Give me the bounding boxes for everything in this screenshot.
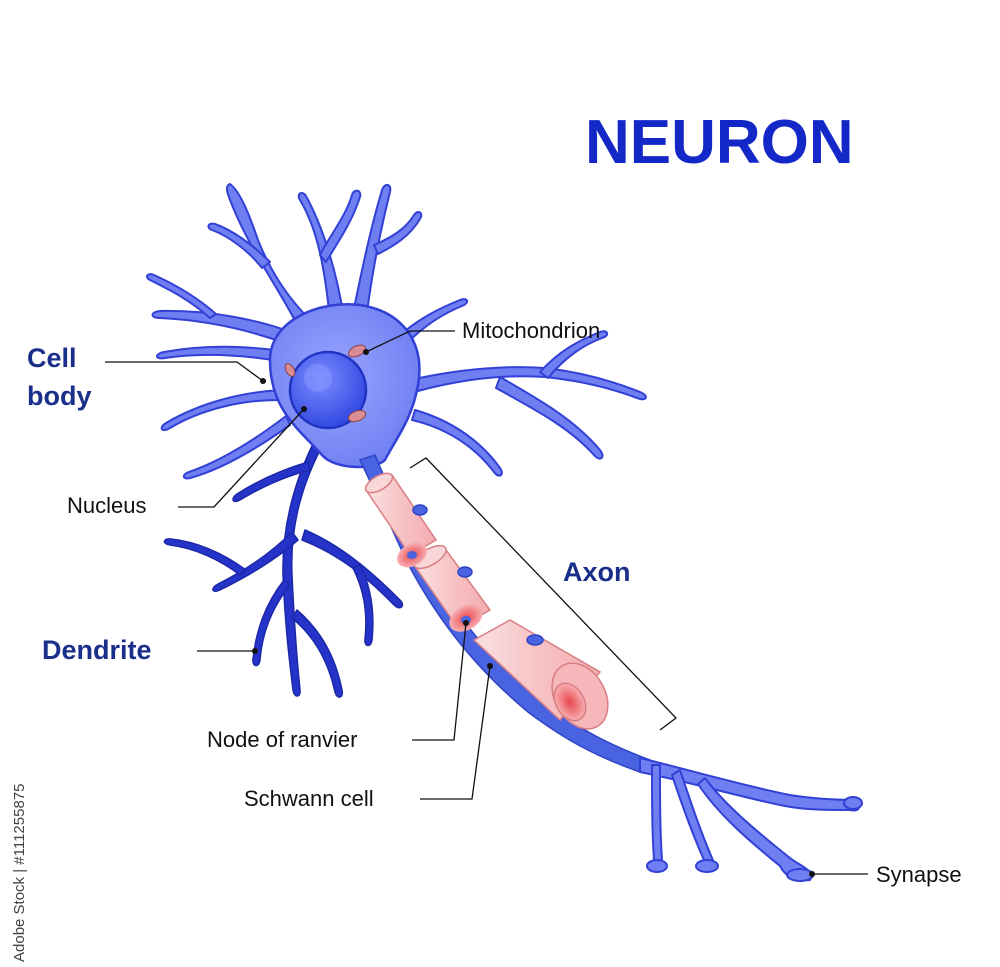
label-dendrite: Dendrite: [42, 635, 152, 665]
label-schwann-cell: Schwann cell: [244, 786, 374, 811]
pointer-schwann-cell: [487, 663, 493, 669]
axon-terminals: [639, 757, 863, 882]
pointer-cell-body: [260, 378, 266, 384]
pointer-mitochondrion: [363, 349, 369, 355]
leader-schwann-cell: [420, 665, 491, 800]
myelin-sheath: [364, 472, 609, 730]
nodes-of-ranvier: [397, 542, 483, 632]
leader-mitochondrion: [365, 330, 455, 353]
leader-cell-body: [105, 361, 264, 382]
leader-nucleus: [178, 408, 305, 508]
lower-dendrites: [163, 445, 404, 698]
pointer-synapse: [809, 871, 815, 877]
axon-bracket: [409, 457, 677, 731]
diagram-title: NEURON: [585, 108, 854, 177]
leader-node-of-ranvier: [412, 622, 467, 741]
label-cell-body-line1: Cell: [27, 343, 77, 373]
pointer-dendrite: [252, 648, 258, 654]
label-axon: Axon: [563, 557, 631, 587]
pointer-nucleus: [301, 406, 307, 412]
label-cell-body-line2: body: [27, 381, 92, 411]
stock-watermark: Adobe Stock | #111255875: [11, 784, 28, 962]
pointer-node-of-ranvier: [463, 620, 469, 626]
upper-dendrites: [146, 183, 647, 480]
mitochondria: [284, 344, 367, 423]
label-node-of-ranvier: Node of ranvier: [207, 727, 357, 752]
label-synapse: Synapse: [876, 862, 962, 887]
label-nucleus: Nucleus: [67, 493, 146, 518]
label-mitochondrion: Mitochondrion: [462, 318, 600, 343]
nucleus: [288, 350, 368, 430]
